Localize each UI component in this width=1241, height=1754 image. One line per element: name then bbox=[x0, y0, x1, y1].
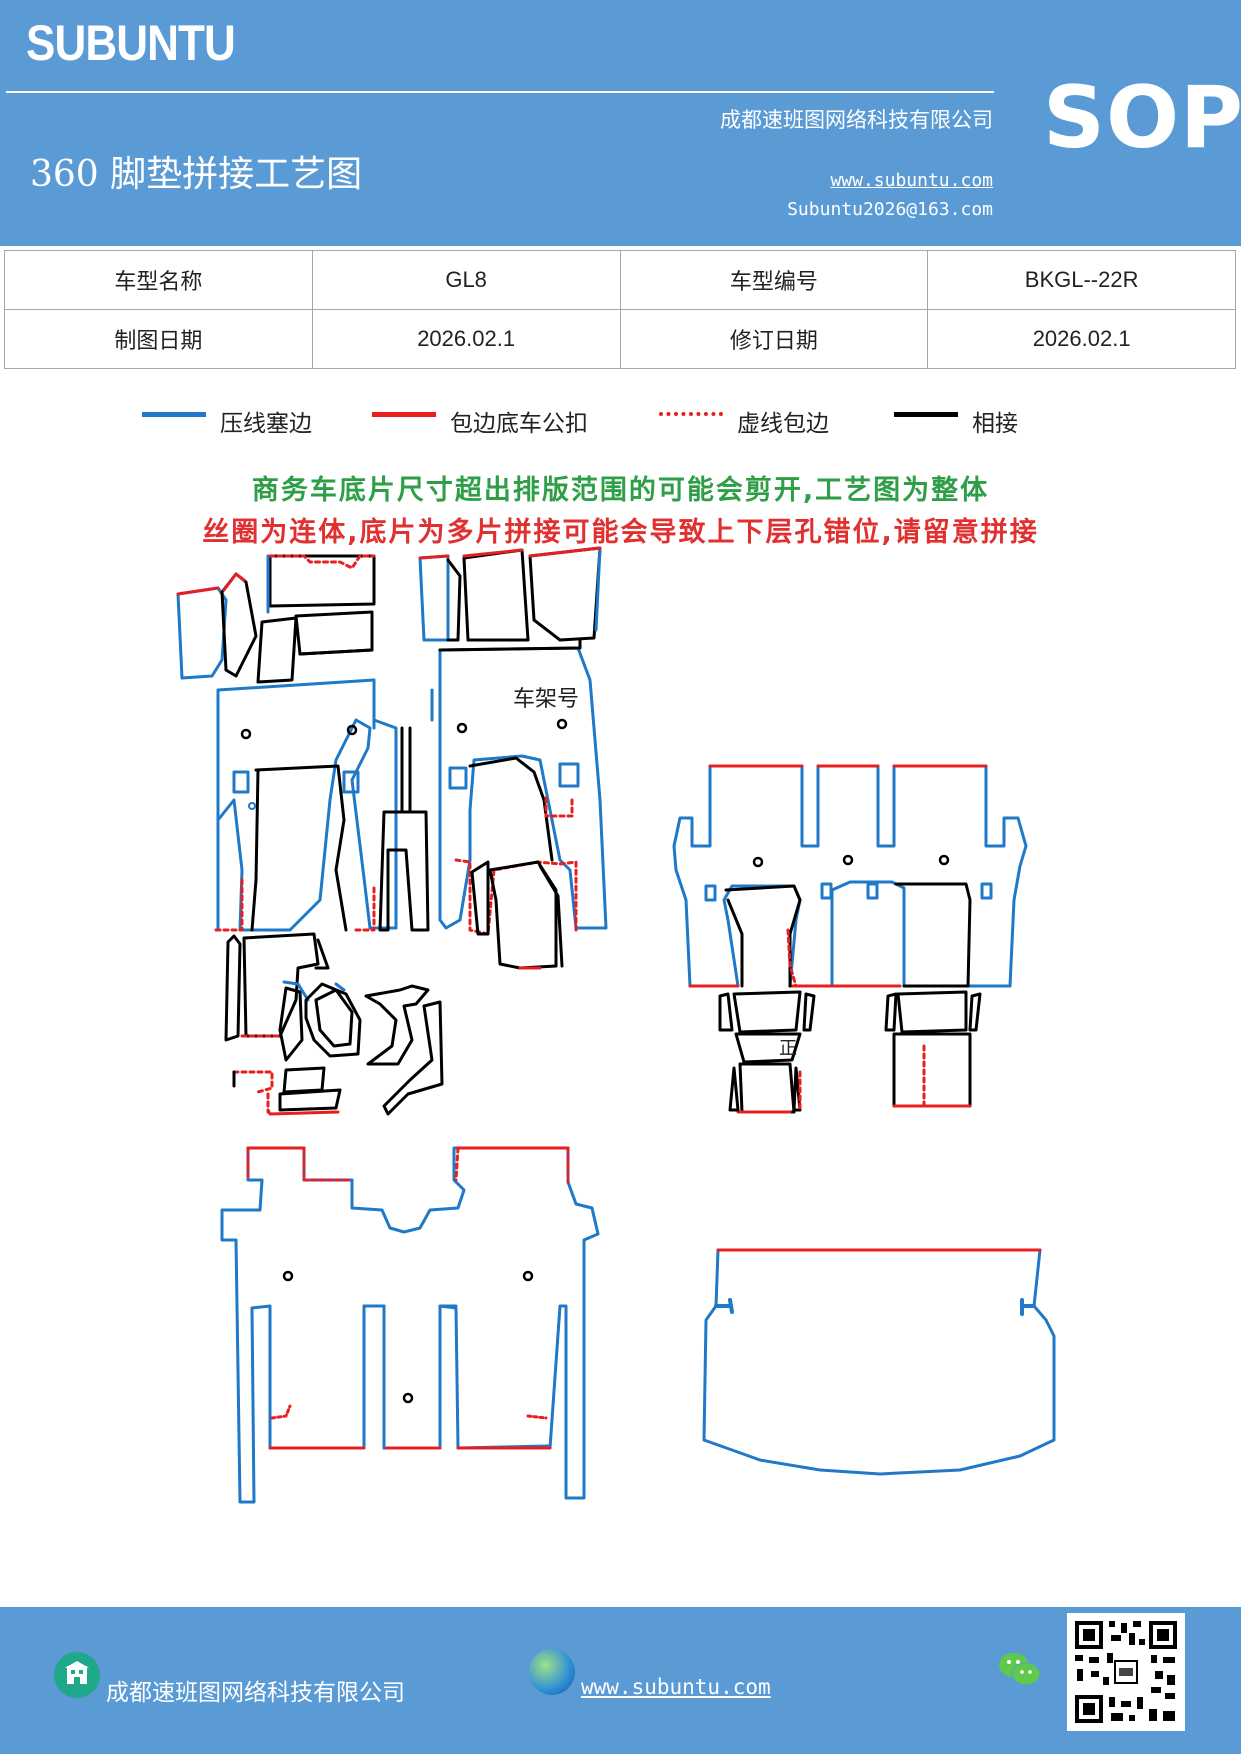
draw-date-label: 制图日期 bbox=[4, 309, 313, 369]
header-email: Subuntu2026@163.com bbox=[787, 199, 993, 220]
model-code-label: 车型编号 bbox=[619, 250, 929, 310]
third-row-mat bbox=[220, 1146, 600, 1504]
legend-black-line bbox=[894, 412, 958, 417]
footer-company: 成都速班图网络科技有限公司 bbox=[106, 1680, 405, 1706]
orientation-mark: 正 bbox=[779, 1038, 797, 1059]
header-bar: SUBUNTU 360 脚垫拼接工艺图 成都速班图网络科技有限公司 www.su… bbox=[0, 0, 1241, 246]
header-website-link[interactable]: www.subuntu.com bbox=[830, 170, 993, 191]
side-pieces-group bbox=[224, 932, 444, 1116]
table-row: 制图日期 2026.02.1 修订日期 2026.02.1 bbox=[4, 309, 1236, 369]
wechat-icon[interactable] bbox=[997, 1649, 1043, 1691]
model-name-label: 车型名称 bbox=[4, 250, 313, 310]
second-row-mat: 正 bbox=[672, 764, 1028, 1114]
header-divider bbox=[6, 91, 994, 93]
legend-label: 压线塞边 bbox=[220, 411, 312, 437]
info-table: 车型名称 GL8 车型编号 BKGL--22R 制图日期 2026.02.1 修… bbox=[4, 250, 1236, 369]
footer-website-link[interactable]: www.subuntu.com bbox=[581, 1675, 771, 1699]
page-title: 360 脚垫拼接工艺图 bbox=[30, 154, 363, 195]
revise-date-value: 2026.02.1 bbox=[927, 309, 1236, 369]
qr-code bbox=[1067, 1613, 1185, 1731]
legend-label: 相接 bbox=[972, 411, 1018, 437]
legend-label: 包边底车公扣 bbox=[450, 411, 588, 437]
brand-logo: SUBUNTU bbox=[26, 15, 236, 71]
frame-number-label: 车架号 bbox=[513, 687, 579, 712]
building-icon bbox=[54, 1652, 100, 1698]
revise-date-label: 修订日期 bbox=[619, 309, 929, 369]
header-company: 成都速班图网络科技有限公司 bbox=[720, 108, 993, 132]
note-green: 商务车底片尺寸超出排版范围的可能会剪开,工艺图为整体 bbox=[251, 475, 990, 506]
sop-badge: SOP bbox=[1043, 68, 1241, 168]
trunk-mat bbox=[702, 1248, 1056, 1476]
legend-red-line bbox=[372, 412, 436, 417]
globe-icon bbox=[529, 1649, 575, 1695]
front-mat-group: 车架号 bbox=[176, 546, 608, 970]
legend: 压线塞边 包边底车公扣 虚线包边 相接 bbox=[0, 398, 1241, 438]
legend-dotted-line bbox=[659, 412, 723, 416]
table-row: 车型名称 GL8 车型编号 BKGL--22R bbox=[4, 250, 1236, 310]
footer-bar: 成都速班图网络科技有限公司 www.subuntu.com bbox=[0, 1607, 1241, 1754]
note-red: 丝圈为连体,底片为多片拼接可能会导致上下层孔错位,请留意拼接 bbox=[202, 517, 1039, 548]
model-name-value: GL8 bbox=[311, 250, 621, 310]
model-code-value: BKGL--22R bbox=[927, 250, 1236, 310]
draw-date-value: 2026.02.1 bbox=[311, 309, 621, 369]
legend-label: 虚线包边 bbox=[737, 411, 829, 437]
legend-blue-line bbox=[142, 412, 206, 417]
